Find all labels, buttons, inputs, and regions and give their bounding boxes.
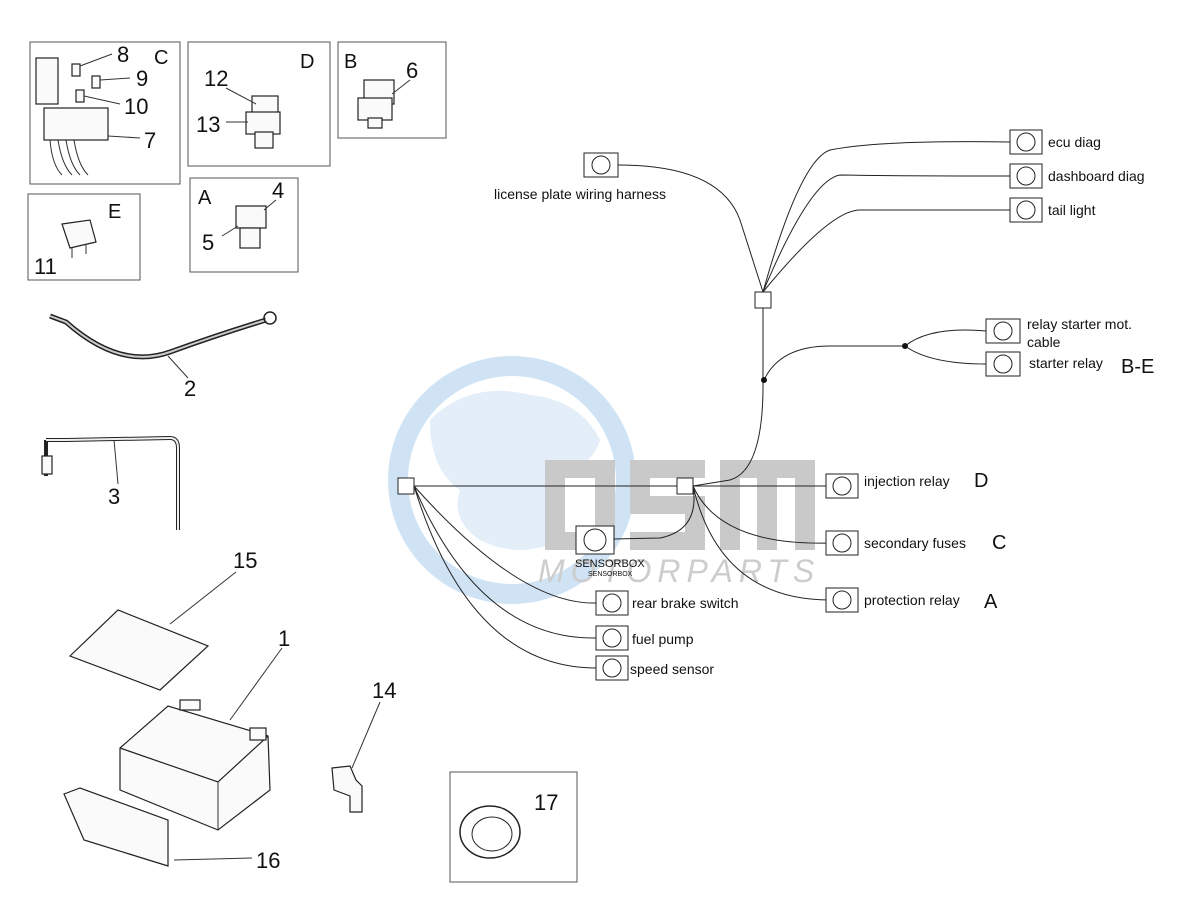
- label-sensorbox: SENSORBOX: [575, 558, 645, 570]
- junction-left: [397, 477, 415, 495]
- connector-speed-sensor: [595, 655, 629, 681]
- callout-2: 2: [184, 376, 196, 401]
- label-fuel-pump: fuel pump: [632, 631, 694, 647]
- group-label-d: D: [300, 51, 314, 73]
- callout-15: 15: [233, 548, 257, 573]
- fuse-drawing: [61, 219, 97, 249]
- callout-3: 3: [108, 484, 120, 509]
- connector-protection-relay: [825, 587, 859, 613]
- label-protection-relay: protection relay: [864, 592, 960, 608]
- label-starter-relay-ref: B-E: [1121, 356, 1154, 378]
- connector-dashboard-diag: [1009, 163, 1043, 189]
- group-label-b: B: [344, 51, 357, 73]
- label-tail-light: tail light: [1048, 202, 1096, 218]
- group-label-c: C: [154, 47, 168, 69]
- label-speed-sensor: speed sensor: [630, 661, 714, 677]
- callout-1: 1: [278, 626, 290, 651]
- battery-cable-2: 2: [49, 311, 277, 401]
- connector-sensorbox: [575, 525, 615, 555]
- label-relay-starter-line2: cable: [1027, 334, 1061, 350]
- connector-injection-relay: [825, 473, 859, 499]
- connector-secondary-fuses: [825, 530, 859, 556]
- label-injection-relay-ref: D: [974, 470, 988, 492]
- callout-17: 17: [534, 790, 558, 815]
- connector-14: 14: [331, 678, 396, 813]
- watermark: MOTORPARTS: [388, 356, 820, 604]
- connector-relay-starter-cable: [985, 318, 1021, 344]
- connector-fuel-pump: [595, 625, 629, 651]
- callout-5: 5: [202, 230, 214, 255]
- callout-13: 13: [196, 112, 220, 137]
- injection-relay-drawing: [251, 95, 279, 115]
- battery-1: 1: [119, 626, 290, 831]
- callout-4: 4: [272, 178, 284, 203]
- connector-tail-light: [1009, 197, 1043, 223]
- wiring-harness: license plate wiring harness ecu diag da…: [397, 129, 1154, 681]
- callout-8: 8: [117, 42, 129, 67]
- group-box-d: D 12 13: [187, 41, 331, 167]
- label-ecu-diag: ecu diag: [1048, 134, 1101, 150]
- junction-center: [676, 477, 694, 495]
- group-label-e: E: [108, 201, 121, 223]
- connector-starter-relay: [985, 351, 1021, 377]
- callout-9: 9: [136, 66, 148, 91]
- label-relay-starter-line1: relay starter mot.: [1027, 316, 1132, 332]
- battery-pad-15: 15: [68, 548, 257, 691]
- label-secondary-fuses: secondary fuses: [864, 535, 966, 551]
- callout-11: 11: [34, 254, 57, 279]
- battery-pad-16: 16: [63, 787, 280, 873]
- group-box-c: C 8 9 10 7: [29, 41, 181, 185]
- watermark-tagline: MOTORPARTS: [538, 553, 820, 589]
- callout-10: 10: [124, 94, 148, 119]
- label-starter-relay: starter relay: [1029, 355, 1103, 371]
- watermark-land: [430, 390, 600, 550]
- label-rear-brake-switch: rear brake switch: [632, 595, 739, 611]
- group-box-a: A 4 5: [189, 177, 299, 273]
- callout-14: 14: [372, 678, 396, 703]
- group-box-e: E 11: [27, 193, 141, 281]
- group-box-17: 17: [449, 771, 578, 883]
- callout-7: 7: [144, 128, 156, 153]
- label-sensorbox-small: SENSORBOX: [588, 571, 633, 578]
- group-label-a: A: [198, 187, 212, 209]
- junction-upper: [754, 291, 772, 309]
- callout-16: 16: [256, 848, 280, 873]
- label-protection-relay-ref: A: [984, 591, 998, 613]
- label-license-plate: license plate wiring harness: [494, 186, 666, 202]
- cable-3: 3: [41, 435, 180, 530]
- callout-6: 6: [406, 58, 418, 83]
- label-secondary-fuses-ref: C: [992, 532, 1006, 554]
- grommet-drawing: [459, 805, 521, 859]
- label-injection-relay: injection relay: [864, 473, 950, 489]
- connector-ecu-diag: [1009, 129, 1043, 155]
- group-box-b: B 6: [337, 41, 447, 139]
- callout-12: 12: [204, 66, 228, 91]
- protection-relay-drawing: [235, 205, 267, 229]
- connector-license-plate: [583, 152, 619, 178]
- label-dashboard-diag: dashboard diag: [1048, 168, 1145, 184]
- connector-rear-brake-switch: [595, 590, 629, 616]
- fuse-box-drawing: [35, 57, 109, 176]
